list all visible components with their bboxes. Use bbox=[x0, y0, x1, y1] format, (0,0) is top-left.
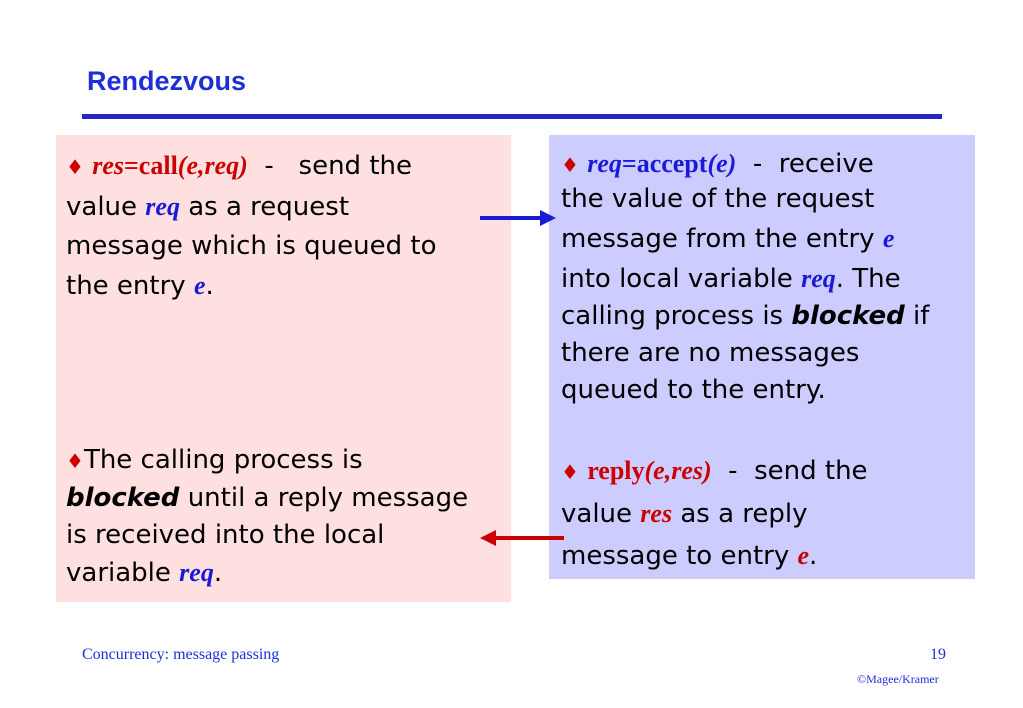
entry-var: e bbox=[882, 224, 895, 253]
page-number: 19 bbox=[930, 646, 946, 663]
period: . bbox=[213, 558, 223, 588]
reply-paragraph: ♦ reply(e,res) - send the value res as a… bbox=[561, 450, 971, 577]
call-arrow-icon bbox=[480, 210, 556, 226]
accept-line-1: ♦ req=accept(e) - receive bbox=[561, 144, 971, 185]
req-var: req bbox=[179, 558, 214, 587]
accept-text-8: there are no messages bbox=[561, 338, 860, 368]
blocked-paragraph: ♦The calling process is blocked until a … bbox=[66, 442, 506, 592]
accept-args: (e) bbox=[707, 149, 737, 178]
call-line-1: ♦ res=call(e,req) - send the bbox=[66, 146, 506, 187]
call-text-5: the entry bbox=[66, 271, 186, 301]
blocked-line-4: variable req. bbox=[66, 554, 506, 592]
period: . bbox=[809, 541, 818, 571]
bullet-icon: ♦ bbox=[66, 155, 84, 179]
accept-line-3: message from the entry e bbox=[561, 219, 971, 259]
entry-var: e bbox=[193, 271, 206, 300]
req-var: req bbox=[587, 149, 622, 178]
reply-text-2: value bbox=[561, 499, 633, 529]
bullet-icon: ♦ bbox=[561, 460, 579, 484]
blocked-word: blocked bbox=[791, 301, 905, 331]
call-args: (e,req) bbox=[177, 151, 248, 180]
accept-text-6: calling process is bbox=[561, 301, 784, 331]
title-rule bbox=[82, 114, 942, 119]
accept-line-2: the value of the request bbox=[561, 179, 971, 219]
bullet-icon: ♦ bbox=[66, 449, 84, 473]
dash: - bbox=[752, 149, 763, 179]
reply-line-2: value res as a reply bbox=[561, 493, 971, 535]
entry-var: e bbox=[797, 541, 810, 570]
blocked-line-3: is received into the local bbox=[66, 517, 506, 554]
reply-keyword: reply bbox=[587, 456, 645, 485]
accept-line-7: queued to the entry. bbox=[561, 370, 971, 410]
call-text-1: send the bbox=[298, 151, 412, 181]
reply-text-3: as a reply bbox=[680, 499, 808, 529]
accept-paragraph: ♦ req=accept(e) - receive the value of t… bbox=[561, 144, 971, 410]
call-box bbox=[56, 135, 511, 602]
accept-line-6: there are no messages bbox=[561, 333, 971, 373]
page-title: Rendezvous bbox=[87, 66, 247, 96]
dash: - bbox=[728, 456, 738, 486]
bullet-icon: ♦ bbox=[561, 153, 579, 177]
accept-text-7: if bbox=[913, 301, 930, 331]
reply-arrow-icon bbox=[480, 530, 564, 546]
accept-text-2: the value of the request bbox=[561, 184, 875, 214]
call-text-3: as a request bbox=[188, 192, 350, 222]
reply-text-1: send the bbox=[754, 456, 868, 486]
req-var: req bbox=[145, 192, 180, 221]
reply-line-1: ♦ reply(e,res) - send the bbox=[561, 450, 971, 493]
accept-line-4: into local variable req. The bbox=[561, 259, 971, 299]
reply-line-3: message to entry e. bbox=[561, 535, 971, 577]
accept-text-4: into local variable bbox=[561, 264, 793, 294]
period: . bbox=[205, 271, 214, 301]
copyright: ©Magee/Kramer bbox=[857, 672, 939, 686]
call-text-2: value bbox=[66, 192, 138, 222]
call-keyword: =call bbox=[123, 151, 178, 180]
res-var: res bbox=[92, 151, 124, 180]
accept-text-5: . The bbox=[835, 264, 901, 294]
dash: - bbox=[264, 151, 274, 181]
blocked-line-2: blocked until a reply message bbox=[66, 480, 506, 517]
call-text-4: message which is queued to bbox=[66, 231, 437, 261]
call-line-4: the entry e. bbox=[66, 266, 506, 306]
accept-text-9: queued to the entry. bbox=[561, 375, 826, 405]
accept-keyword: =accept bbox=[621, 149, 708, 178]
blocked-line-1: ♦The calling process is bbox=[66, 442, 506, 480]
accept-text-1: receive bbox=[778, 149, 874, 179]
call-paragraph: ♦ res=call(e,req) - send the value req a… bbox=[66, 146, 506, 306]
footer-course: Concurrency: message passing bbox=[82, 646, 280, 663]
blocked-word: blocked bbox=[66, 483, 180, 513]
accept-line-5: calling process is blocked if bbox=[561, 296, 971, 336]
blocked-text-4: variable bbox=[66, 558, 171, 588]
accept-box bbox=[549, 135, 975, 579]
blocked-text-2: until a reply message bbox=[187, 483, 469, 513]
reply-text-4: message to entry bbox=[561, 541, 790, 571]
blocked-text-1: The calling process is bbox=[83, 445, 363, 475]
call-line-3: message which is queued to bbox=[66, 227, 506, 266]
blocked-text-3: is received into the local bbox=[66, 520, 385, 550]
accept-text-3: message from the entry bbox=[561, 224, 875, 254]
reply-args: (e,res) bbox=[644, 456, 712, 485]
res-var: res bbox=[640, 499, 673, 528]
req-var: req bbox=[801, 264, 836, 293]
call-line-2: value req as a request bbox=[66, 187, 506, 227]
